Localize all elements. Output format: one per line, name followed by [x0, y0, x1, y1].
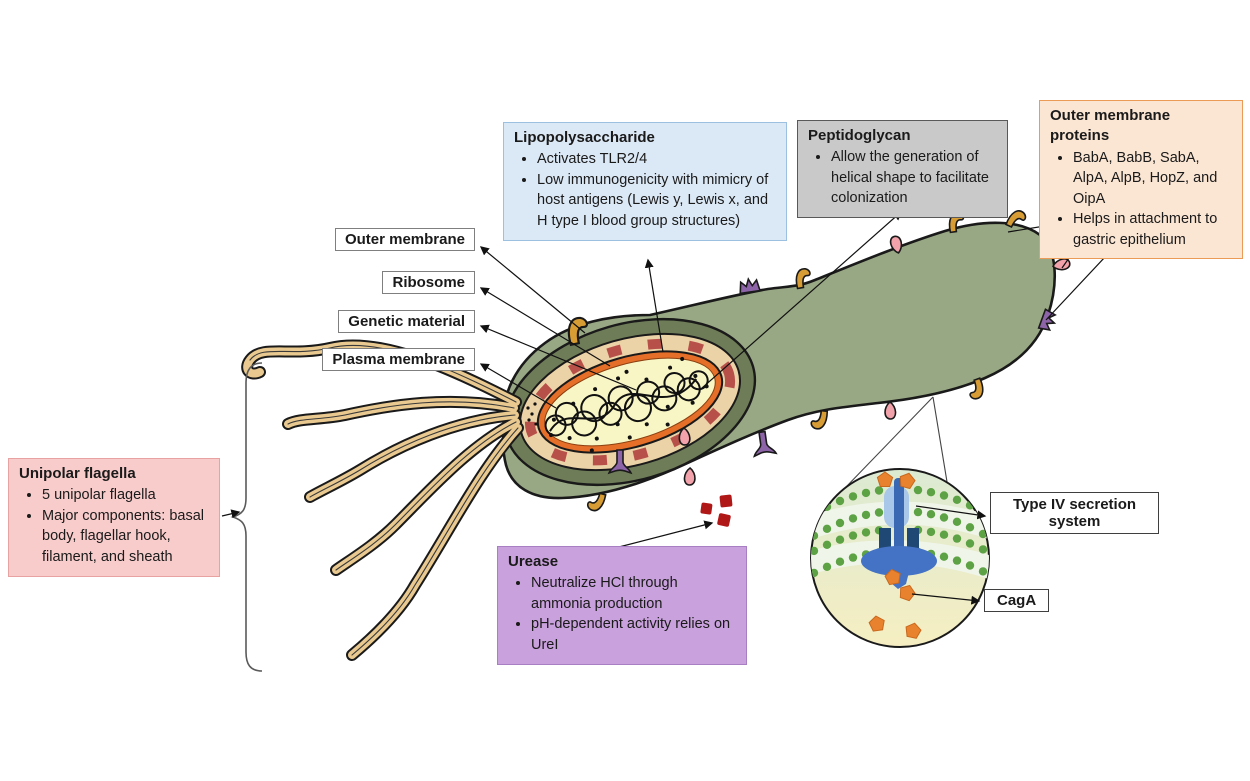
urease-molecules [700, 494, 733, 527]
bullet: 5 unipolar flagella [42, 485, 209, 506]
basal-body-dots [526, 402, 538, 426]
arrow-lps [644, 258, 664, 353]
flagella [241, 339, 538, 661]
label-type-iv-secretion: Type IV secretion system [990, 492, 1159, 534]
label-outer-membrane: Outer membrane [334, 228, 475, 251]
label-caga: CagA [984, 589, 1050, 612]
type-iv-secretion-structure [861, 478, 937, 589]
callout-bullets: Activates TLR2/4 Low immunogenicity with… [514, 149, 776, 231]
callout-bullets: 5 unipolar flagella Major components: ba… [19, 485, 209, 567]
dna-scribble [544, 370, 709, 437]
arrow-flagella-box [221, 509, 241, 519]
callout-lipopolysaccharide: Lipopolysaccharide Activates TLR2/4 Low … [503, 122, 787, 241]
arrow-caga [911, 593, 981, 605]
magnified-inset [810, 468, 990, 648]
label-ribosome: Ribosome [382, 271, 475, 294]
arrow-outer-membrane [479, 246, 586, 334]
bullet: Major components: basal body, flagellar … [42, 506, 209, 568]
arrow-genetic-material [479, 324, 637, 391]
bullet: Allow the generation of helical shape to… [831, 147, 997, 209]
bullet: Low immunogenicity with mimicry of host … [537, 170, 776, 232]
arrow-peptidoglycan [701, 211, 903, 389]
callout-title: Outer membrane proteins [1050, 107, 1171, 145]
callout-bullets: BabA, BabB, SabA, AlpA, AlpB, HopZ, and … [1050, 148, 1232, 251]
callout-urease: Urease Neutralize HCl through ammonia pr… [497, 546, 747, 665]
callout-unipolar-flagella: Unipolar flagella 5 unipolar flagella Ma… [8, 458, 220, 577]
label-genetic-material: Genetic material [338, 310, 475, 333]
callout-peptidoglycan: Peptidoglycan Allow the generation of he… [797, 120, 1008, 218]
bullet: Activates TLR2/4 [537, 149, 776, 170]
cutaway-section [503, 317, 757, 487]
arrow-urease [614, 520, 714, 549]
callout-title: Unipolar flagella [19, 465, 136, 482]
label-plasma-membrane: Plasma membrane [322, 348, 475, 371]
arrow-ribosome [479, 287, 611, 367]
arrow-t4ss [915, 505, 987, 520]
flagella-brace [230, 362, 263, 672]
callout-title: Urease [508, 553, 559, 570]
callout-bullets: Neutralize HCl through ammonia productio… [508, 573, 736, 655]
bullet: BabA, BabB, SabA, AlpA, AlpB, HopZ, and … [1073, 148, 1232, 210]
bullet: pH-dependent activity relies on UreI [531, 614, 736, 655]
callout-outer-membrane-proteins: Outer membrane proteins BabA, BabB, SabA… [1039, 100, 1243, 260]
callout-bullets: Allow the generation of helical shape to… [808, 147, 997, 209]
bullet: Neutralize HCl through ammonia productio… [531, 573, 736, 614]
callout-title: Peptidoglycan [808, 127, 911, 144]
callout-title: Lipopolysaccharide [514, 129, 655, 146]
arrow-plasma-membrane [479, 363, 557, 409]
peptidoglycan-blocks [524, 338, 736, 466]
bullet: Helps in attachment to gastric epitheliu… [1073, 209, 1232, 250]
